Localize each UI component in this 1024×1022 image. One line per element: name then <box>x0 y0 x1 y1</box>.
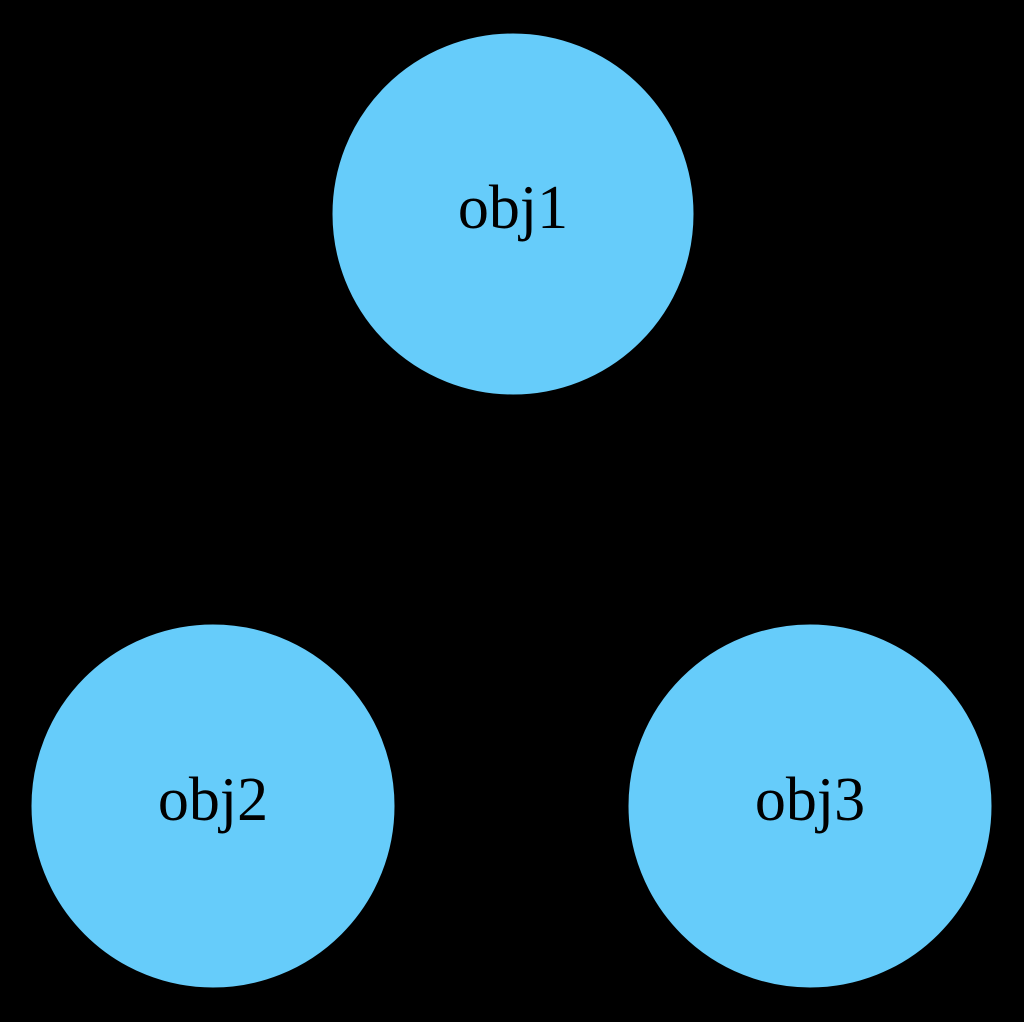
node-obj3-label: obj3 <box>755 766 865 834</box>
node-obj3-circle[interactable] <box>627 623 993 989</box>
node-obj1-circle[interactable] <box>331 32 695 396</box>
node-obj2[interactable]: obj2 <box>30 623 396 989</box>
node-obj2-label: obj2 <box>158 766 268 834</box>
edge-obj1-obj3-line <box>629 365 698 625</box>
node-obj3[interactable]: obj3 <box>627 623 993 989</box>
node-obj2-circle[interactable] <box>30 623 396 989</box>
node-obj1-label: obj1 <box>458 174 568 242</box>
edge-obj1-obj2-line <box>328 365 397 625</box>
node-layer: obj1 obj2 obj3 <box>30 32 993 989</box>
node-obj1[interactable]: obj1 <box>331 32 695 396</box>
